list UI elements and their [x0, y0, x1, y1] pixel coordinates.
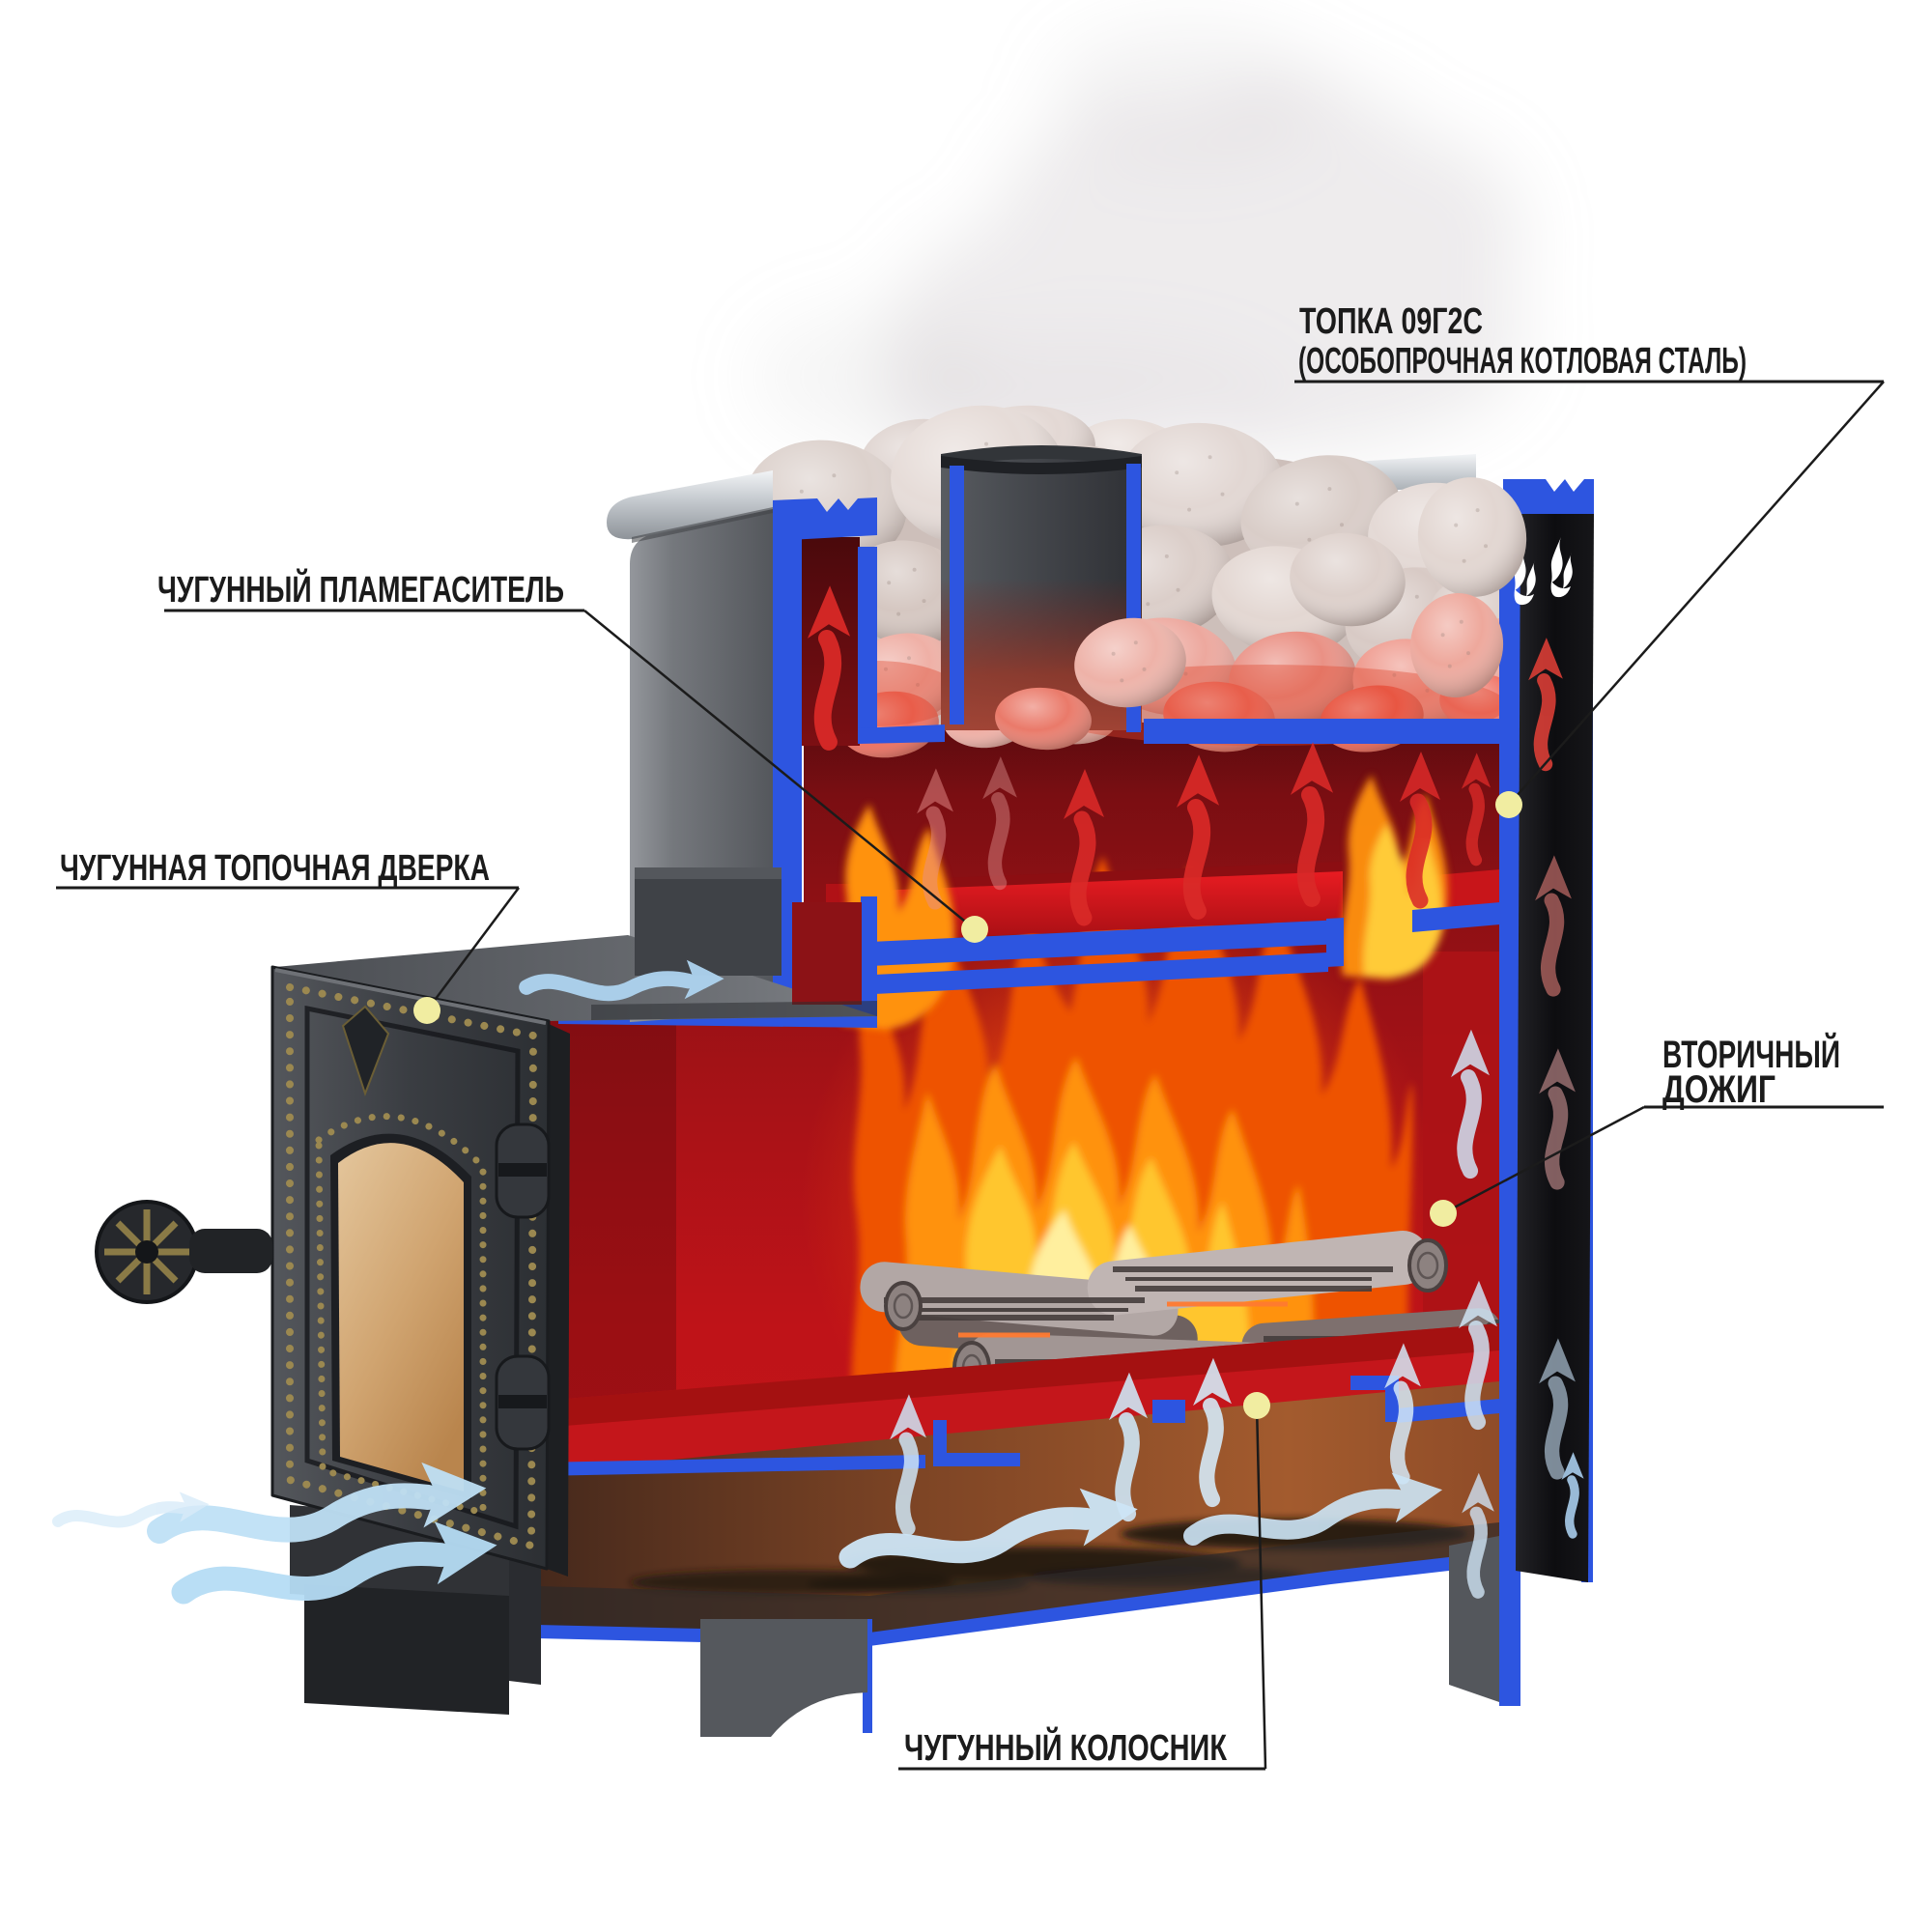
svg-text:ДОЖИГ: ДОЖИГ [1662, 1068, 1776, 1111]
svg-text:ЧУГУННАЯ ТОПОЧНАЯ ДВЕРКА: ЧУГУННАЯ ТОПОЧНАЯ ДВЕРКА [60, 848, 490, 889]
svg-text:ТОПКА 09Г2С: ТОПКА 09Г2С [1299, 301, 1483, 342]
svg-text:ЧУГУННЫЙ КОЛОСНИК: ЧУГУННЫЙ КОЛОСНИК [904, 1725, 1228, 1769]
svg-text:(ОСОБОПРОЧНАЯ КОТЛОВАЯ СТАЛЬ): (ОСОБОПРОЧНАЯ КОТЛОВАЯ СТАЛЬ) [1298, 341, 1747, 382]
svg-text:ВТОРИЧНЫЙ: ВТОРИЧНЫЙ [1662, 1032, 1840, 1076]
svg-text:ЧУГУННЫЙ ПЛАМЕГАСИТЕЛЬ: ЧУГУННЫЙ ПЛАМЕГАСИТЕЛЬ [157, 567, 564, 611]
